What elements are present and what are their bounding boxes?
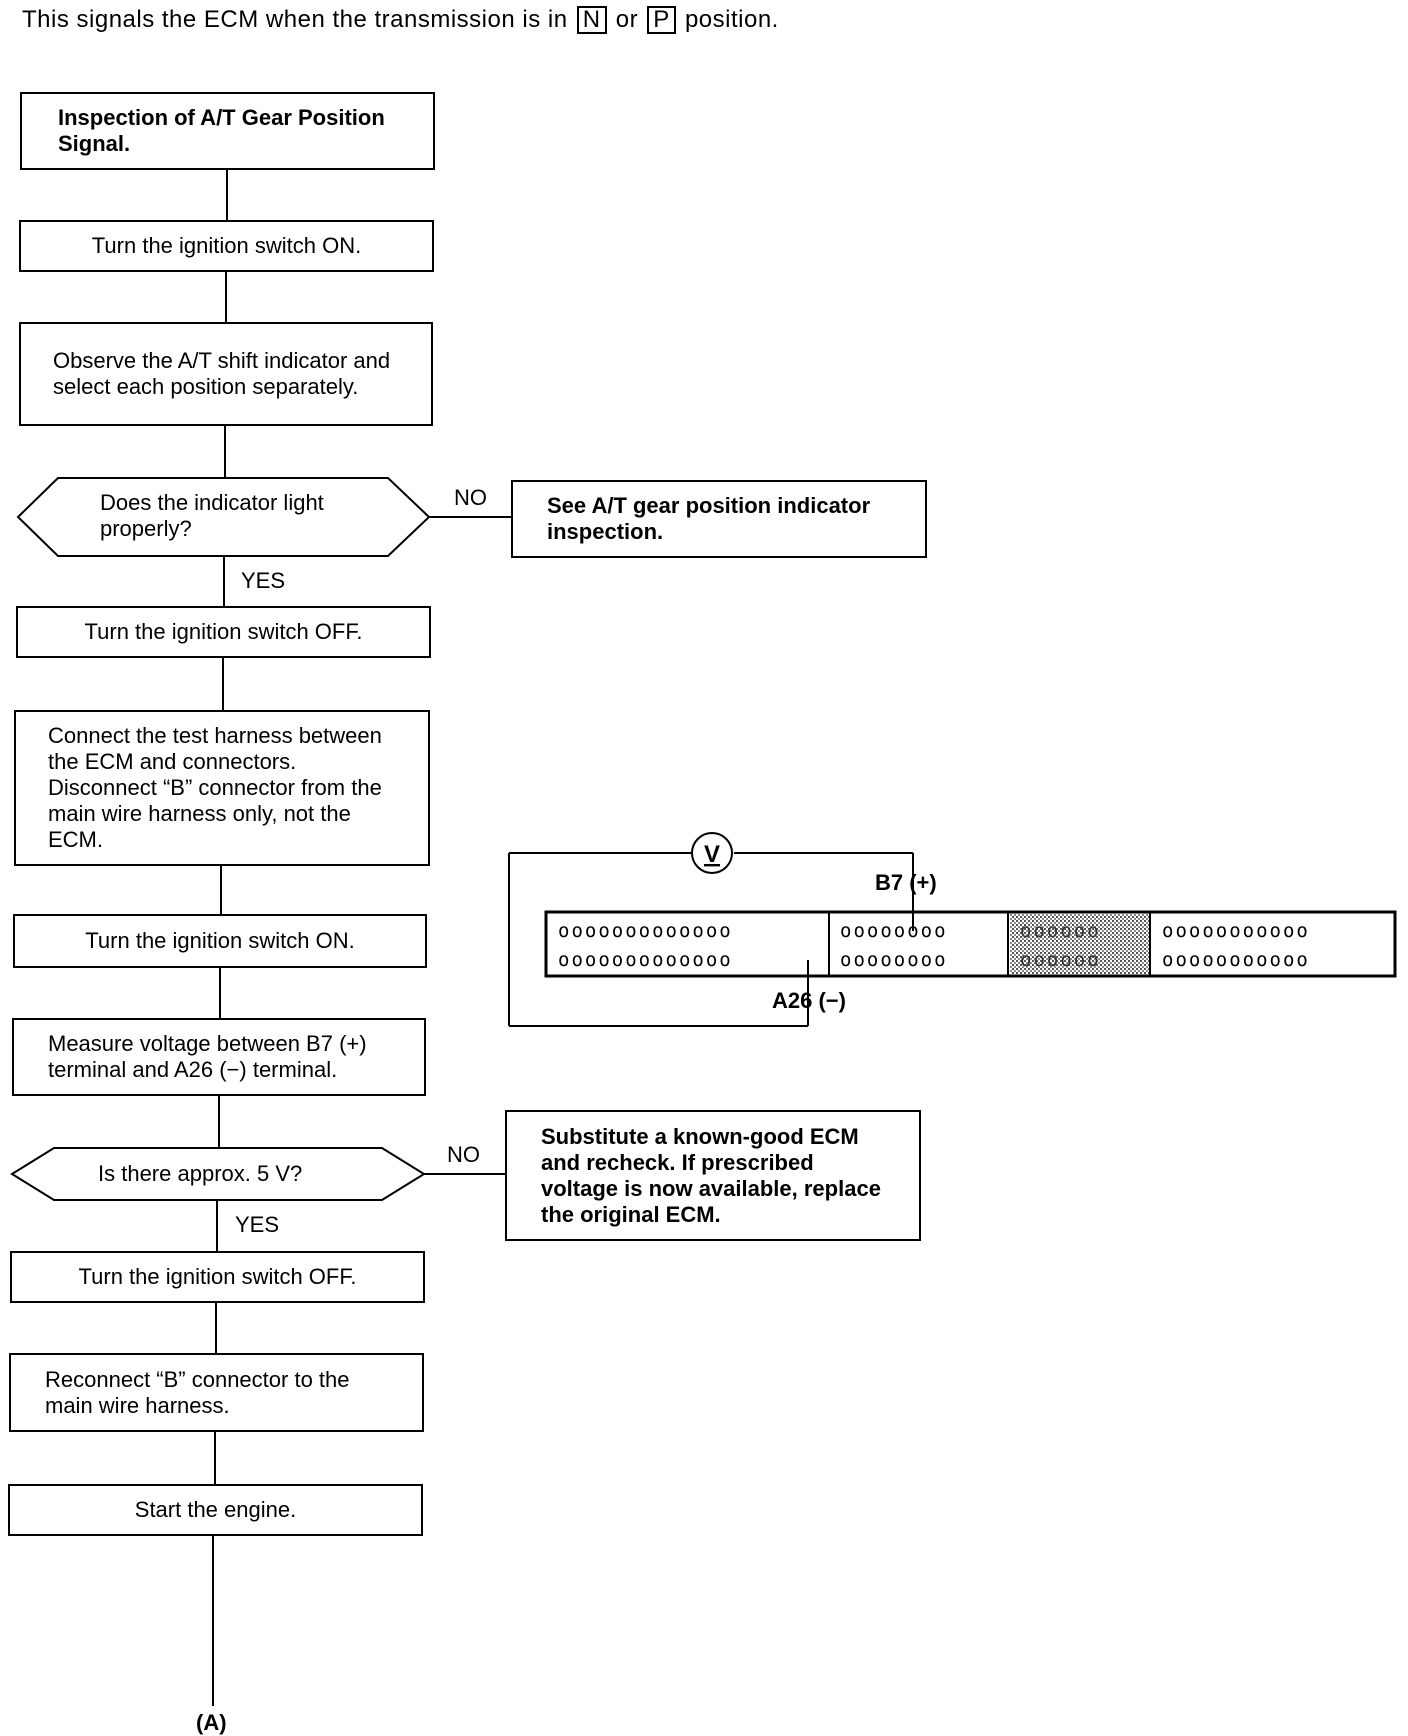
step-ignition-on-2: Turn the ignition switch ON. bbox=[13, 914, 427, 968]
terminal-a26-label: A26 (−) bbox=[772, 988, 846, 1013]
intro-text-after: position. bbox=[684, 6, 779, 33]
intro-text-middle: or bbox=[615, 6, 639, 33]
no-label-2: NO bbox=[447, 1142, 480, 1167]
key-n: N bbox=[576, 6, 607, 34]
decision-indicator-text: Does the indicator light properly? bbox=[100, 490, 324, 541]
intro-sentence: This signals the ECM when the transmissi… bbox=[22, 6, 779, 34]
step-ignition-on-1: Turn the ignition switch ON. bbox=[19, 220, 434, 272]
voltmeter-circle bbox=[691, 832, 733, 874]
decision-voltage-text: Is there approx. 5 V? bbox=[98, 1161, 303, 1186]
pins-b-row-2: oooooooo bbox=[840, 949, 948, 971]
pins-c-row-1: oooooo bbox=[1020, 920, 1101, 942]
step-inspection-title: Inspection of A/T Gear Position Signal. bbox=[20, 92, 435, 170]
connector-shaded-section bbox=[1010, 914, 1149, 974]
pins-d-row-2: ooooooooooo bbox=[1162, 949, 1310, 971]
decision-shape-2 bbox=[10, 1147, 426, 1201]
step-reconnect-connector: Reconnect “B” connector to the main wire… bbox=[9, 1353, 424, 1432]
step-substitute-ecm: Substitute a known-good ECM and recheck.… bbox=[505, 1110, 921, 1241]
step-ignition-off-2: Turn the ignition switch OFF. bbox=[10, 1251, 425, 1303]
step-ignition-off-1: Turn the ignition switch OFF. bbox=[16, 606, 431, 658]
pins-a-row-1: ooooooooooooo bbox=[558, 920, 733, 942]
pins-d-row-1: ooooooooooo bbox=[1162, 920, 1310, 942]
step-measure-voltage: Measure voltage between B7 (+) terminal … bbox=[12, 1018, 426, 1096]
decision-shape-1 bbox=[16, 477, 431, 557]
yes-label-2: YES bbox=[235, 1212, 280, 1237]
step-connect-test-harness: Connect the test harness between the ECM… bbox=[14, 710, 430, 866]
pins-a-row-2: ooooooooooooo bbox=[558, 949, 733, 971]
key-p: P bbox=[647, 6, 676, 34]
connector-housing bbox=[544, 910, 1397, 978]
step-start-engine: Start the engine. bbox=[8, 1484, 423, 1536]
no-label-1: NO bbox=[454, 485, 487, 510]
intro-text-before: This signals the ECM when the transmissi… bbox=[22, 6, 568, 33]
voltmeter-symbol: V bbox=[704, 841, 720, 868]
yes-label-1: YES bbox=[241, 568, 286, 593]
continuation-marker: (A) bbox=[196, 1710, 227, 1735]
terminal-b7-label: B7 (+) bbox=[875, 870, 937, 895]
pins-c-row-2: oooooo bbox=[1020, 949, 1101, 971]
step-see-indicator-inspection: See A/T gear position indicator inspecti… bbox=[511, 480, 927, 558]
pins-b-row-1: oooooooo bbox=[840, 920, 948, 942]
step-observe-indicator: Observe the A/T shift indicator and sele… bbox=[19, 322, 433, 426]
